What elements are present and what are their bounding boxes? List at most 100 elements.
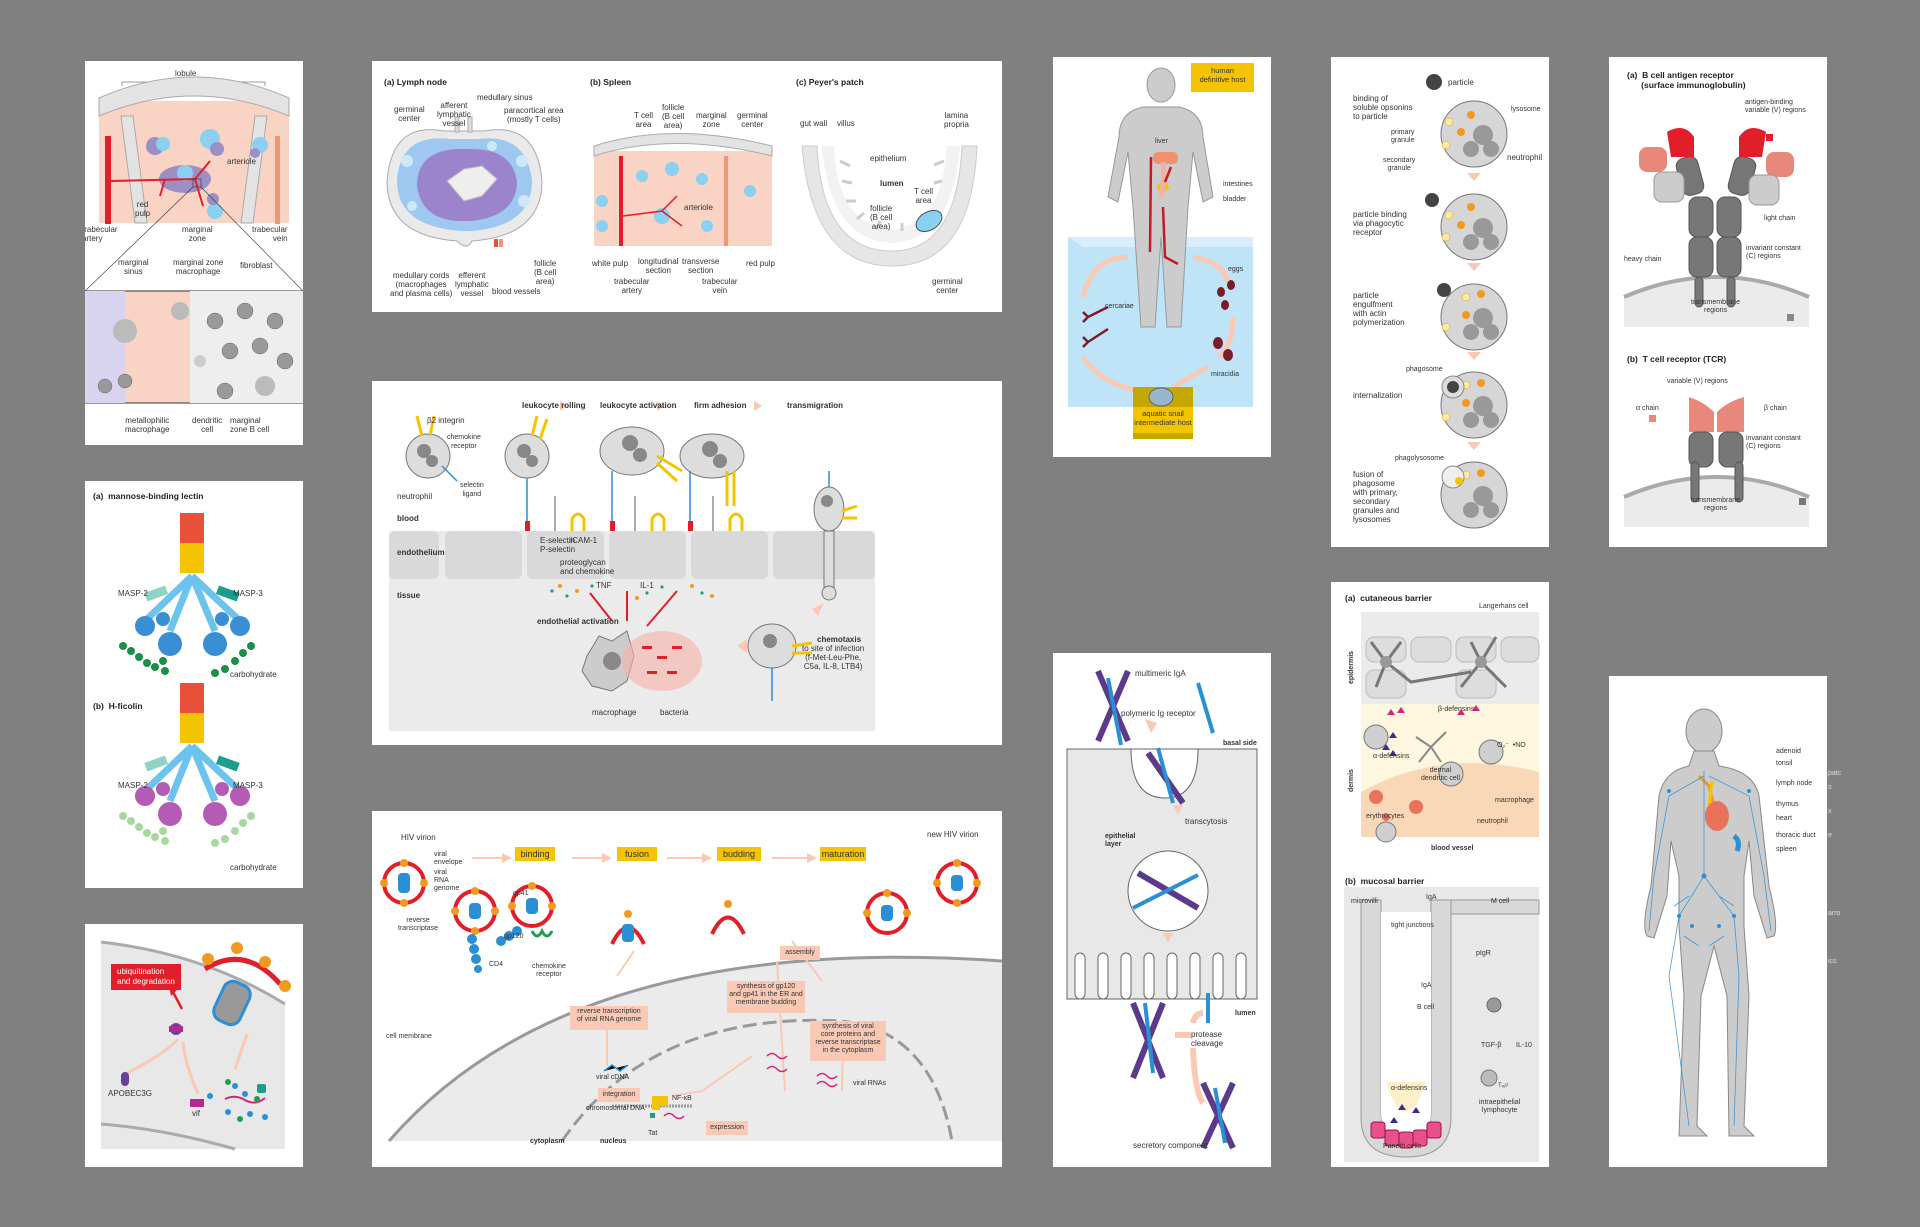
label-marginal-sinus: marginal sinus	[118, 258, 149, 276]
label-tonsil: tonsil	[1776, 760, 1793, 767]
box-gp-synthesis: synthesis of gp120 and gp41 in the ER an…	[727, 981, 805, 1013]
label-tgf: TGF-β	[1481, 1042, 1502, 1049]
label-cytoplasm: cytoplasm	[530, 1138, 565, 1145]
label-red-pulp: red pulp	[135, 200, 151, 218]
label-blood-vessel: blood vessel	[1431, 845, 1474, 852]
label-endothelial-activation: endothelial activation	[537, 617, 619, 626]
label-primary-granule: primary granule	[1391, 129, 1415, 144]
cut-off-label-patch: patc	[1828, 770, 1842, 777]
label-chemotaxis-title: chemotaxis	[817, 635, 862, 644]
label-bacteria: bacteria	[660, 708, 689, 717]
label-fibroblast: fibroblast	[240, 261, 273, 270]
label-b-cell: B cell	[1417, 1004, 1435, 1011]
label-tnf: TNF	[596, 581, 612, 590]
label-dendritic-cell: dendritic cell	[192, 416, 223, 434]
barriers-illustration	[1344, 612, 1540, 1162]
label-dermis: dermis	[1348, 769, 1355, 792]
ficolin-structure	[119, 683, 255, 847]
label-thymus: thymus	[1776, 801, 1799, 808]
label-ln-medullary-sinus: medullary sinus	[477, 93, 533, 102]
label-icam1: ICAM-1	[570, 536, 598, 545]
label-heavy-chain: heavy chain	[1624, 256, 1662, 263]
panel-iga-transcytosis: multimeric IgA polymeric Ig receptor bas…	[1053, 653, 1271, 1167]
label-sp-trabecular-artery: trabecular artery	[614, 277, 650, 295]
box-expression: expression	[706, 1121, 748, 1135]
label-pp-gut-wall: gut wall	[800, 119, 828, 128]
label-viral-envelope: viral envelope	[434, 851, 463, 866]
box-core-synthesis: synthesis of viral core proteins and rev…	[810, 1021, 886, 1061]
label-pp-follicle: follicle (B cell area)	[870, 204, 893, 231]
label-il1: IL-1	[640, 581, 654, 590]
label-vif: vif	[192, 1109, 200, 1118]
label-ln-follicle: follicle (B cell area)	[534, 259, 557, 286]
cut-off-label-x: x	[1828, 808, 1832, 815]
label-pp-lumen: lumen	[880, 179, 904, 188]
panel-phagocytosis: particle lysosome primary granule second…	[1331, 57, 1549, 547]
label-ln-paracortical: paracortical area (mostly T cells)	[504, 106, 564, 124]
panel-lectin-pathway: (a) mannose-binding lectin MASP-2 MASP-3…	[85, 481, 303, 888]
label-bladder: bladder	[1223, 196, 1247, 203]
panel-antigen-receptors: (a) B cell antigen receptor (surface imm…	[1609, 57, 1827, 547]
ubiquitination-box: ubiquitination and degradation	[111, 964, 181, 990]
label-macrophage: macrophage	[592, 708, 637, 717]
label-alpha-chain: α chain	[1636, 405, 1659, 412]
label-mucosal-alpha-defensins: α-defensins	[1391, 1085, 1428, 1092]
label-protease-cleavage: protease cleavage	[1191, 1030, 1224, 1048]
apobec-illustration	[100, 940, 291, 1151]
label-cell-membrane: cell membrane	[386, 1033, 432, 1040]
label-transcytosis: transcytosis	[1185, 817, 1228, 826]
label-cercariae: cercariae	[1105, 303, 1134, 310]
hiv-lifecycle-illustration	[380, 853, 1002, 1142]
mucosal-title: (b) mucosal barrier	[1345, 876, 1425, 886]
label-arteriole: arteriole	[227, 157, 256, 166]
label-endothelium: endothelium	[397, 548, 445, 557]
label-adenoid: adenoid	[1776, 748, 1801, 755]
label-sp-red-pulp: red pulp	[746, 259, 775, 268]
mbl-structure	[119, 513, 255, 677]
label-langerhans: Langerhans cell	[1479, 603, 1529, 610]
label-light-chain: light chain	[1764, 215, 1796, 222]
iga-transcytosis-illustration	[1066, 669, 1258, 1150]
label-chemotaxis-text: to site of infection (f-Met-Leu-Phe, C5a…	[802, 644, 865, 671]
label-carbohydrate-a: carbohydrate	[230, 670, 277, 679]
cut-off-label-ics: ics	[1828, 958, 1837, 965]
label-dermal-dc: dermal dendritic cell	[1421, 767, 1460, 782]
label-tight-junctions: tight junctions	[1391, 922, 1434, 929]
label-ros: O₂⁻ •NO	[1497, 742, 1526, 749]
panel-apobec3g: ubiquitination and degradation APOBEC3G …	[85, 924, 303, 1167]
label-neutrophil-skin: neutrophil	[1477, 818, 1508, 825]
label-il10: IL-10	[1516, 1042, 1532, 1049]
label-constant-a: invariant constant (C) regions	[1746, 245, 1801, 260]
label-ln-medullary-cords: medullary cords (macrophages and plasma …	[390, 271, 453, 298]
label-particle: particle	[1448, 78, 1474, 87]
label-chromosomal-dna: chromosomal DNA	[586, 1105, 645, 1112]
label-pp-t-cell-area: T cell area	[914, 187, 933, 205]
step-4-internalization: internalization	[1353, 391, 1403, 400]
step-leukocyte-rolling: leukocyte rolling	[522, 401, 586, 410]
label-treg: Tᵣₑᵍ	[1498, 1083, 1508, 1089]
step-3-engulfment: particle engulfment with actin polymeriz…	[1353, 291, 1405, 327]
label-b2-integrin: β2 integrin	[427, 416, 465, 425]
label-liver: liver	[1155, 138, 1168, 145]
lymph-node-title: (a) Lymph node	[384, 77, 447, 87]
box-snail-host: aquatic snail intermediate host	[1133, 407, 1193, 433]
label-hiv-virion: HIV virion	[401, 833, 436, 842]
cut-off-label-arrow: arro	[1828, 910, 1841, 917]
label-lobule: lobule	[175, 69, 197, 78]
lymphatic-system-illustration	[1644, 708, 1777, 1137]
label-pp-germinal-center: germinal center	[932, 277, 963, 295]
schistosoma-illustration	[1068, 67, 1253, 439]
panel-spleen-lobule-detail: lobule arteriole red pulp trabecular art…	[85, 61, 303, 445]
label-sp-arteriole: arteriole	[684, 203, 713, 212]
label-carbohydrate-b: carbohydrate	[230, 863, 277, 872]
label-neutrophil: neutrophil	[397, 492, 433, 501]
label-masp2-a: MASP-2	[118, 589, 148, 598]
box-human-host: human definitive host	[1191, 63, 1254, 92]
stage-fusion: fusion	[617, 847, 657, 861]
label-iga-top: IgA	[1426, 894, 1437, 901]
lectin-b-title: (b) H-ficolin	[93, 701, 143, 711]
label-variable-b: variable (V) regions	[1667, 378, 1728, 385]
label-sp-transverse: transverse section	[682, 257, 720, 275]
cutaneous-title: (a) cutaneous barrier	[1345, 593, 1432, 603]
label-heart: heart	[1776, 815, 1792, 822]
